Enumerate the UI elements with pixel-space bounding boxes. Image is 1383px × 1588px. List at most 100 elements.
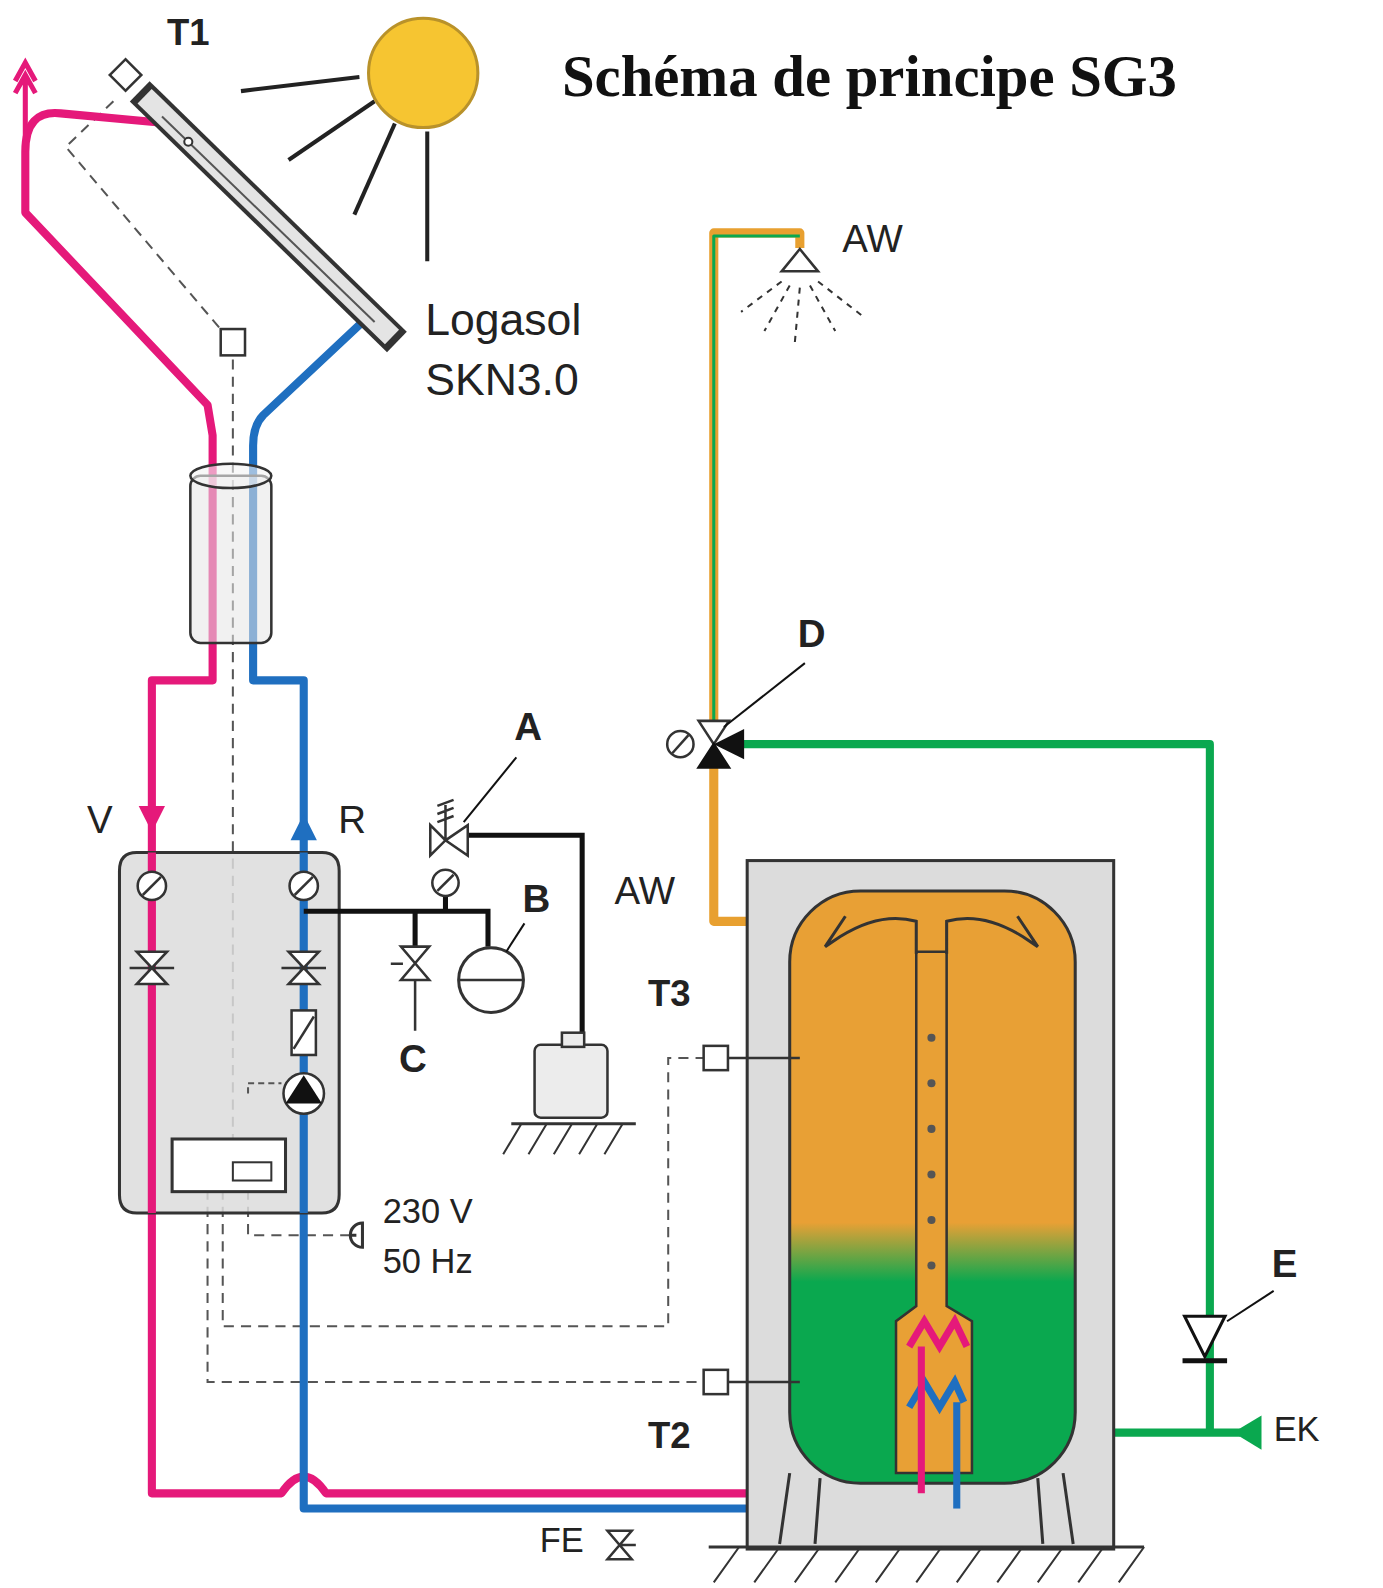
return-arrow: [291, 814, 317, 840]
solar-station: [290, 872, 318, 900]
solar-collector: [152, 103, 385, 330]
solar-collector: [150, 101, 387, 332]
solar-station: [286, 1075, 322, 1103]
flow-arrow: [139, 806, 165, 832]
sun: [369, 18, 478, 127]
safety-group: [443, 896, 448, 911]
mixing-valve: [667, 731, 693, 757]
solar-station: [172, 1139, 285, 1192]
solar-station: [283, 1073, 323, 1113]
leader-line: [506, 923, 524, 951]
storage-tank: [927, 1034, 935, 1042]
hot-water-pipe: [714, 233, 800, 731]
storage-tank: [825, 916, 1038, 953]
solar-station: [233, 1162, 271, 1180]
collecting-tank: [535, 1045, 608, 1118]
collecting-tank: [503, 1033, 636, 1154]
solar-station: [148, 852, 156, 1212]
part-label: T3: [648, 974, 691, 1014]
sensor-wire: [66, 101, 704, 1382]
check-valve: [1183, 1358, 1228, 1363]
leader-line: [1227, 1291, 1274, 1321]
part-label: R: [338, 800, 366, 842]
collecting-tank: [511, 1122, 636, 1125]
part-label: 230 V 50 Hz: [383, 1187, 504, 1287]
solar-station: [281, 952, 326, 984]
check-valve: [1185, 1316, 1225, 1356]
solar-station: [295, 877, 313, 895]
part-label: EK: [1274, 1410, 1320, 1448]
part-label: C: [399, 1039, 427, 1081]
mixing-valve: [667, 721, 744, 768]
part-label: D: [798, 614, 826, 656]
solar-station: [119, 852, 339, 1212]
shower-head: [741, 281, 864, 343]
sun: [241, 77, 359, 91]
storage-tank: [909, 1321, 967, 1346]
shower-head: [741, 249, 864, 343]
storage-tank: [927, 1079, 935, 1087]
solar-station: [248, 1083, 281, 1093]
shower-head: [782, 249, 818, 271]
solar-collector: [184, 138, 192, 146]
safety-group: [413, 911, 418, 946]
storage-tank: [747, 861, 1114, 1549]
solar-station: [143, 877, 161, 895]
fill-valve: [391, 947, 429, 1031]
sensor: [728, 1057, 800, 1060]
expansion-vessel: [459, 979, 524, 982]
storage-tank: [927, 1262, 935, 1270]
mixing-valve: [672, 735, 688, 753]
drain-valve: [607, 1531, 635, 1559]
part-label: AW: [615, 871, 676, 913]
leader-line: [464, 757, 517, 822]
safety-valve: [430, 800, 467, 856]
part-label: E: [1272, 1243, 1298, 1285]
floor: [709, 1547, 1144, 1582]
expansion-vessel: [459, 948, 524, 1013]
power-plug: [349, 1223, 362, 1247]
storage-tank: [953, 1402, 960, 1508]
part-label: A: [514, 707, 542, 749]
solar-station: [119, 852, 339, 1212]
solar-collector: [162, 116, 375, 322]
solar-collector: [110, 59, 141, 90]
pipe-sleeve: [190, 464, 271, 643]
floor: [714, 1547, 1144, 1582]
storage-tank: [896, 952, 972, 1473]
part-label: AW: [842, 219, 903, 261]
gauge: [432, 870, 458, 896]
part-label: Logasol SKN3.0: [425, 290, 658, 410]
storage-tank: [747, 861, 1114, 1549]
part-label: B: [522, 879, 550, 921]
sensor: [728, 1381, 800, 1384]
solar-station: [292, 1010, 316, 1055]
solar-station: [130, 952, 175, 984]
solar-station: [138, 872, 166, 900]
sun: [354, 124, 394, 215]
solar-station: [294, 1016, 314, 1048]
pipe-sleeve: [190, 464, 271, 488]
sun: [425, 132, 429, 262]
cold-inlet: [1233, 1415, 1261, 1449]
check-valve: [1183, 1316, 1228, 1361]
sensor: [704, 1046, 728, 1070]
gauge: [437, 875, 453, 891]
sensor: [704, 1370, 728, 1394]
part-label: T2: [648, 1415, 691, 1455]
leader-line: [724, 663, 805, 727]
hot-water-pipe: [714, 233, 832, 921]
storage-tank: [918, 1347, 925, 1494]
pipe-sleeve: [190, 476, 271, 643]
sun: [289, 101, 375, 160]
storage-tank: [927, 1170, 935, 1178]
part-label: V: [87, 800, 113, 842]
collecting-tank: [562, 1033, 584, 1047]
air-vent: [15, 63, 35, 152]
storage-tank: [927, 1125, 935, 1133]
leader-line: [464, 663, 1274, 1321]
floor: [709, 1545, 1144, 1548]
part-label: T1: [167, 12, 210, 52]
